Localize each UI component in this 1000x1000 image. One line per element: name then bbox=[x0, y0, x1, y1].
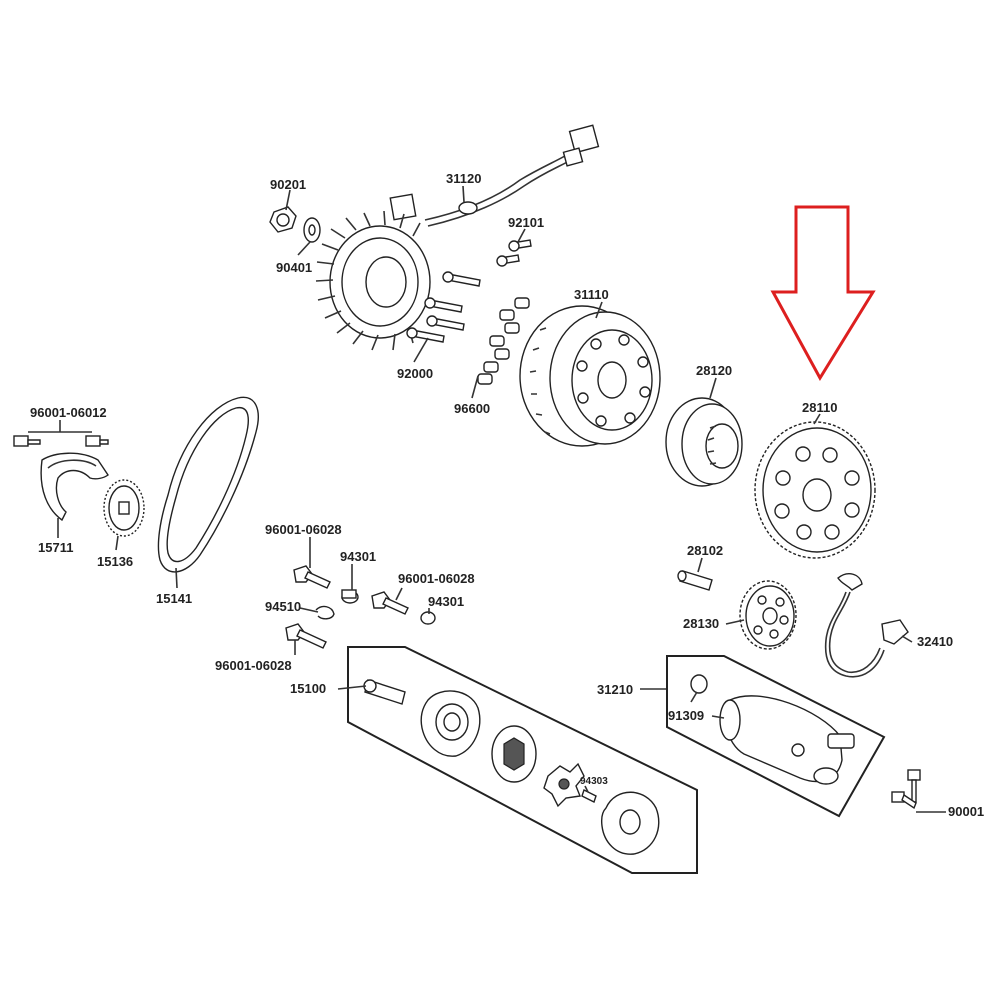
nut-90201 bbox=[269, 206, 297, 233]
label-15711: 15711 bbox=[38, 540, 73, 555]
label-31120: 31120 bbox=[446, 171, 481, 186]
bolts-96001-06012 bbox=[13, 435, 109, 447]
chain-15141 bbox=[157, 396, 259, 573]
rollers-96600 bbox=[477, 297, 530, 385]
label-91309: 91309 bbox=[668, 708, 704, 723]
end-cover bbox=[600, 791, 660, 855]
starter-driven-gear-28110 bbox=[754, 421, 876, 559]
label-94303: 94303 bbox=[580, 776, 608, 787]
clip-94510 bbox=[315, 605, 335, 620]
label-90401: 90401 bbox=[276, 260, 312, 275]
pin-94303 bbox=[581, 789, 597, 803]
ratchet-hub bbox=[491, 725, 537, 783]
stator-assembly bbox=[315, 124, 600, 351]
label-92000: 92000 bbox=[397, 366, 433, 381]
label-28110: 28110 bbox=[802, 400, 837, 415]
label-15141: 15141 bbox=[156, 591, 192, 606]
frame-15100 bbox=[347, 646, 698, 874]
starter-motor-31210 bbox=[711, 695, 855, 785]
dowel-94301-a bbox=[341, 589, 359, 604]
shaft-28102 bbox=[677, 570, 713, 591]
label-90001: 90001 bbox=[948, 804, 984, 819]
starter-clutch-28120 bbox=[665, 397, 743, 487]
label-28120: 28120 bbox=[696, 363, 732, 378]
leader-lines bbox=[28, 185, 946, 813]
label-90201: 90201 bbox=[270, 177, 306, 192]
oring-91309 bbox=[690, 674, 708, 694]
label-96001-06028-a: 96001-06028 bbox=[265, 522, 342, 537]
dowel-94301-b bbox=[420, 611, 436, 625]
label-31110: 31110 bbox=[574, 287, 609, 302]
label-96001-06028-b: 96001-06028 bbox=[398, 571, 475, 586]
highlight-arrow bbox=[770, 205, 876, 381]
part-labels: 90201 31120 92101 90401 31110 92000 2812… bbox=[30, 171, 984, 819]
label-28102: 28102 bbox=[687, 543, 723, 558]
cable-32410 bbox=[824, 573, 909, 678]
bolt-96001-06028-b bbox=[371, 591, 409, 615]
label-96001-06028-c: 96001-06028 bbox=[215, 658, 292, 673]
screws-92101 bbox=[496, 239, 532, 267]
label-94301-b: 94301 bbox=[428, 594, 464, 609]
shaft-15100 bbox=[363, 679, 406, 705]
label-96001-06012: 96001-06012 bbox=[30, 405, 107, 420]
bolt-96001-06028-c bbox=[285, 623, 327, 649]
cover-plate bbox=[420, 690, 481, 757]
gear-28130 bbox=[739, 580, 797, 650]
label-92101: 92101 bbox=[508, 215, 544, 230]
star-nut bbox=[543, 762, 585, 808]
frame-31210 bbox=[666, 655, 886, 818]
washer-90401 bbox=[303, 217, 321, 243]
label-32410: 32410 bbox=[917, 634, 953, 649]
bolts-90001 bbox=[891, 769, 921, 810]
bolt-96001-06028-a bbox=[293, 565, 331, 589]
bolts-92000 bbox=[406, 271, 481, 343]
label-96600: 96600 bbox=[454, 401, 490, 416]
label-28130: 28130 bbox=[683, 616, 719, 631]
flywheel-31110 bbox=[519, 305, 661, 447]
label-15136: 15136 bbox=[97, 554, 133, 569]
sprocket-15136 bbox=[103, 479, 145, 537]
chain-guide-15711 bbox=[40, 452, 109, 522]
label-31210: 31210 bbox=[597, 682, 633, 697]
label-15100: 15100 bbox=[290, 681, 326, 696]
label-94510: 94510 bbox=[265, 599, 301, 614]
label-94301-a: 94301 bbox=[340, 549, 376, 564]
